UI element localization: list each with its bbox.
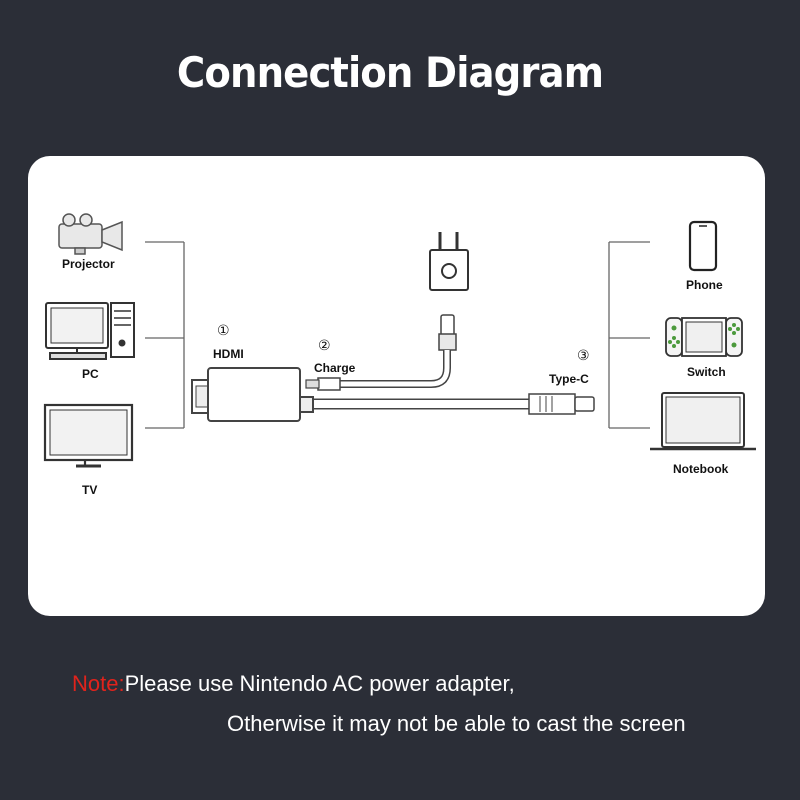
device-label-tv: TV xyxy=(82,483,98,497)
left-connector-lines xyxy=(145,241,185,429)
port-label-hdmi: HDMI xyxy=(213,347,244,361)
device-label-switch: Switch xyxy=(687,365,726,379)
note-text-1: Please use Nintendo AC power adapter, xyxy=(124,671,515,696)
device-label-projector: Projector xyxy=(62,257,115,271)
port-number-type-c: ③ xyxy=(577,348,590,364)
charge-cable xyxy=(305,314,457,391)
diagram-title: Connection Diagram xyxy=(176,48,604,97)
device-label-phone: Phone xyxy=(686,278,723,292)
hdmi-adapter xyxy=(191,367,314,422)
phone-icon xyxy=(688,220,718,272)
projector-icon xyxy=(58,213,123,255)
note-prefix: Note: xyxy=(72,671,125,696)
type-c-cable xyxy=(312,393,595,415)
port-number-charge: ② xyxy=(318,338,331,354)
port-number-hdmi: ① xyxy=(217,323,230,339)
right-connector-lines xyxy=(608,241,650,429)
port-label-type-c: Type-C xyxy=(549,372,589,386)
port-label-charge: Charge xyxy=(314,361,356,375)
tv-icon xyxy=(43,403,134,468)
power-adapter-icon xyxy=(429,232,469,291)
note-line-1: Note:Please use Nintendo AC power adapte… xyxy=(72,671,515,697)
device-label-notebook: Notebook xyxy=(673,462,729,476)
laptop-icon xyxy=(650,392,756,451)
device-label-pc: PC xyxy=(82,367,99,381)
game-console-icon xyxy=(665,317,743,357)
desktop-pc-icon xyxy=(45,302,135,360)
note-line-2: Otherwise it may not be able to cast the… xyxy=(227,711,686,736)
